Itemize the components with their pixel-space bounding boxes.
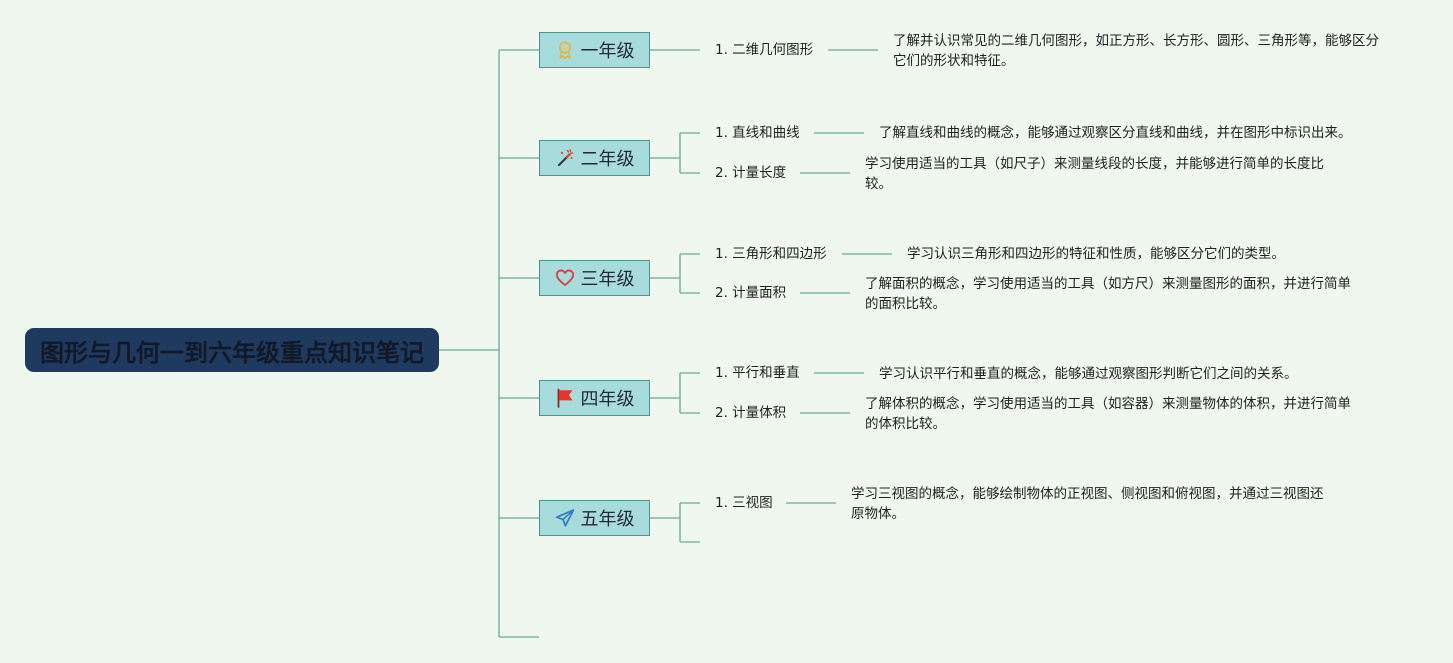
paper-plane-icon xyxy=(555,508,575,528)
topic-g4-2[interactable]: 2. 计量体积 xyxy=(715,405,787,421)
connector-g2-spine xyxy=(650,132,700,174)
topic-g2-1[interactable]: 1. 直线和曲线 xyxy=(715,125,800,141)
topic-g5-1[interactable]: 1. 三视图 xyxy=(715,495,773,511)
connector-g5-spine xyxy=(650,502,700,543)
grade-label-2: 二年级 xyxy=(580,149,635,170)
desc-g3-2[interactable]: 了解面积的概念，学习使用适当的工具（如方尺）来测量图形的面积，并进行简单的面积比… xyxy=(865,276,1351,312)
red-flag-icon xyxy=(555,388,575,408)
grade-label-5: 五年级 xyxy=(580,509,635,530)
desc-g4-1[interactable]: 学习认识平行和垂直的概念，能够通过观察图形判断它们之间的关系。 xyxy=(879,366,1298,382)
grade-label-1: 一年级 xyxy=(580,41,635,62)
connector-g3-spine xyxy=(650,253,700,294)
heart-icon xyxy=(555,268,575,288)
topic-g1-1[interactable]: 1. 二维几何图形 xyxy=(715,42,814,58)
connector-g4-spine xyxy=(650,372,700,414)
desc-g1-1[interactable]: 了解并认识常见的二维几何图形，如正方形、长方形、圆形、三角形等，能够区分它们的形… xyxy=(893,33,1379,69)
topic-g4-1[interactable]: 1. 平行和垂直 xyxy=(715,365,800,381)
grade-node-2[interactable]: 二年级 xyxy=(539,140,650,176)
desc-g4-2[interactable]: 了解体积的概念，学习使用适当的工具（如容器）来测量物体的体积，并进行简单的体积比… xyxy=(865,396,1351,432)
grade-node-3[interactable]: 三年级 xyxy=(539,260,650,296)
desc-g5-1[interactable]: 学习三视图的概念，能够绘制物体的正视图、侧视图和俯视图，并通过三视图还原物体。 xyxy=(851,486,1324,522)
desc-g2-1[interactable]: 了解直线和曲线的概念，能够通过观察区分直线和曲线，并在图形中标识出来。 xyxy=(879,125,1352,141)
desc-g3-1[interactable]: 学习认识三角形和四边形的特征和性质，能够区分它们的类型。 xyxy=(907,246,1285,262)
grade-node-5[interactable]: 五年级 xyxy=(539,500,650,536)
desc-g2-2[interactable]: 学习使用适当的工具（如尺子）来测量线段的长度，并能够进行简单的长度比较。 xyxy=(865,156,1324,192)
root-topic[interactable]: 图形与几何一到六年级重点知识笔记 xyxy=(25,328,439,372)
award-ribbon-icon xyxy=(555,40,575,60)
grade-label-3: 三年级 xyxy=(580,269,635,290)
grade-label-4: 四年级 xyxy=(580,389,635,410)
grade-node-4[interactable]: 四年级 xyxy=(539,380,650,416)
magic-wand-icon xyxy=(555,148,575,168)
grade-node-1[interactable]: 一年级 xyxy=(539,32,650,68)
root-title: 图形与几何一到六年级重点知识笔记 xyxy=(40,338,424,367)
topic-g3-2[interactable]: 2. 计量面积 xyxy=(715,285,787,301)
topic-g2-2[interactable]: 2. 计量长度 xyxy=(715,165,787,181)
topic-g3-1[interactable]: 1. 三角形和四边形 xyxy=(715,246,827,262)
